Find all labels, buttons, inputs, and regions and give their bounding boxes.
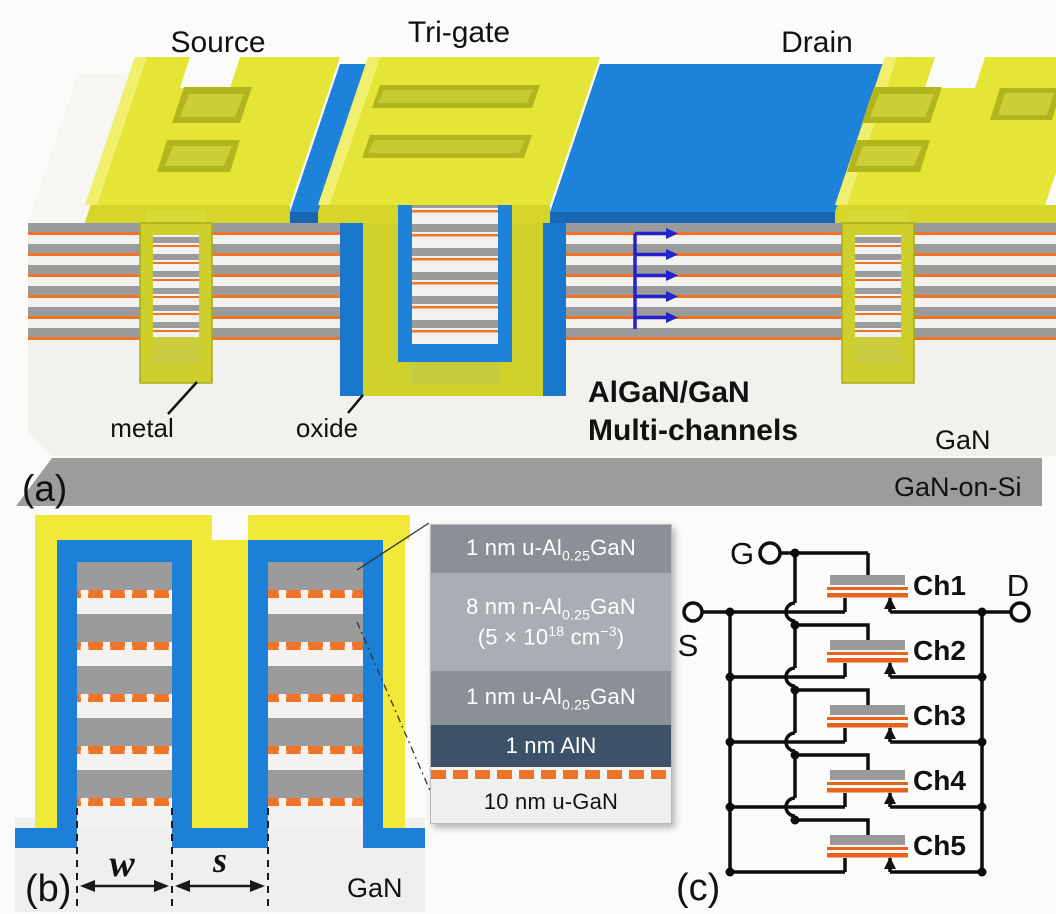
channel-5-label: Ch5 [913, 830, 966, 861]
oxide-strip-top-2 [550, 64, 885, 212]
gan-buffer-label: GaN [935, 425, 991, 455]
gate-trench-fin-sidewall [412, 198, 498, 344]
source-terminal [682, 601, 730, 623]
fin-dimension-arrowheads [80, 880, 265, 892]
zoom-connector-line-2 [356, 621, 442, 817]
panel-c-tag: (c) [676, 867, 720, 909]
oxide-label: oxide [296, 413, 358, 443]
stack-row-u-algan-spacer: 1 nm u-Al0.25GaN [431, 671, 671, 725]
channel-current-arrows [633, 228, 678, 329]
panel-b-tag: (b) [25, 868, 71, 910]
stack-row-n-algan-barrier: 8 nm n-Al0.25GaN (5 × 1018 cm−3) [431, 573, 671, 671]
source-label: Source [170, 26, 265, 59]
device-top-surfaces [28, 57, 1056, 222]
trigate-label: Tri-gate [408, 16, 510, 49]
drain-pad-back-notch [925, 57, 985, 88]
source-terminal-label: S [678, 628, 699, 663]
metal-label: metal [110, 413, 174, 443]
epi-stack-table: 1 nm u-Al0.25GaN 8 nm n-Al0.25GaN (5 × 1… [430, 524, 672, 824]
source-pad-back-notch [180, 57, 240, 88]
oxide-strip-top-1 [290, 64, 368, 212]
panel-c-circuit [682, 541, 1031, 877]
panel-c-text: G S D Ch1 Ch2 Ch3 Ch4 Ch5 (c) [676, 536, 1029, 909]
gate-terminal [758, 541, 782, 565]
drain-contact-trench [841, 210, 915, 384]
2deg-dashed-line [431, 769, 671, 779]
multichannel-label-line1: AlGaN/GaN [588, 376, 750, 409]
gate-trench-floor [410, 362, 500, 384]
fin-2-core [268, 562, 363, 828]
fin-dimension-lines [76, 808, 269, 906]
channel-3 [827, 705, 908, 742]
channel-1 [827, 575, 908, 612]
stack-row-aln-spacer: 1 nm AlN [431, 725, 671, 767]
channel-2-label: Ch2 [913, 635, 966, 666]
substrate-label: GaN-on-Si [894, 472, 1022, 502]
contact-via-holes [157, 85, 1056, 172]
gate-oxide-sidewall-right [543, 223, 566, 396]
drain-label: Drain [781, 26, 853, 59]
drain-terminal [982, 601, 1031, 623]
stack-row-u-algan-cap: 1 nm u-Al0.25GaN [431, 525, 671, 573]
zoom-connector-line-1 [356, 522, 430, 571]
channel-1-label: Ch1 [913, 570, 966, 601]
channel-2 [827, 640, 908, 677]
stack-row-u-gan-channel: 10 nm u-GaN [431, 781, 671, 823]
gan-ledge-top [28, 74, 135, 222]
panel-a-tag: (a) [22, 468, 67, 509]
junction-dots [725, 548, 987, 877]
source-contact-trench [139, 210, 213, 384]
fin-gate-metal [35, 515, 410, 828]
substrate-bar [16, 458, 1042, 506]
channel-5 [827, 835, 908, 872]
channel-4 [827, 770, 908, 807]
fin-oxide-layer [15, 540, 425, 848]
panel-a-device-3d: Source Tri-gate Drain metal oxide AlGaN/… [16, 16, 1056, 509]
panel-b-fin-cross-section: w s (b) GaN [15, 515, 442, 912]
fin-width-symbol: w [109, 843, 135, 885]
channel-3-label: Ch3 [913, 700, 966, 731]
drain-terminal-label: D [1007, 568, 1029, 603]
stack-row-2deg [431, 767, 671, 781]
gan-substrate-label-b: GaN [347, 873, 403, 903]
multichannel-label-line2: Multi-channels [588, 414, 798, 447]
channel-4-label: Ch4 [913, 765, 966, 796]
fin-1-core [77, 562, 172, 828]
gate-terminal-label: G [730, 536, 754, 571]
tri-gate-recess-front [340, 168, 566, 396]
metal-leader-line [167, 381, 198, 415]
fin-spacing-symbol: s [212, 840, 227, 880]
source-pad-top [85, 57, 340, 205]
gate-bus [780, 551, 870, 835]
oxide-leader-line [347, 394, 364, 414]
gate-oxide-sidewall-left [340, 223, 363, 396]
